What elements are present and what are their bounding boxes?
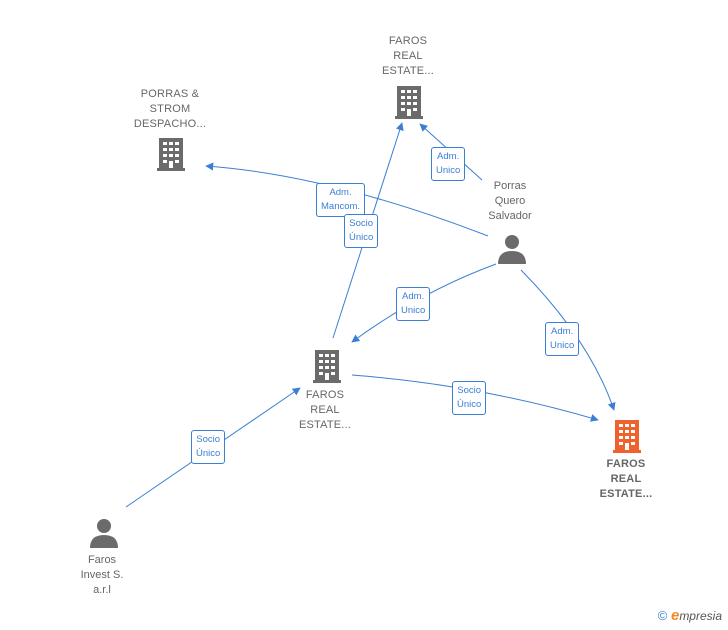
building-icon-porras-strom bbox=[157, 138, 185, 171]
empresia-logo-text: mpresia bbox=[679, 609, 722, 623]
edge-label-socio-unico-right: Socio Único bbox=[452, 381, 487, 415]
empresia-watermark: © empresia bbox=[658, 607, 722, 624]
edge-label-adm-unico-top: Adm. Unico bbox=[431, 147, 466, 181]
edge-label-socio-unico-left: Socio Único bbox=[191, 430, 226, 464]
node-label-porras-strom[interactable]: PORRAS & STROM DESPACHO... bbox=[133, 88, 207, 130]
copyright-symbol: © bbox=[657, 608, 668, 623]
node-label-faros-top[interactable]: FAROS REAL ESTATE... bbox=[381, 35, 435, 77]
edge-label-socio-unico-top: Socio Único bbox=[344, 214, 379, 248]
empresia-logo-e: e bbox=[670, 607, 680, 624]
building-icon-faros-center bbox=[313, 350, 341, 383]
person-icon-porras-quero bbox=[498, 235, 526, 264]
edge-label-adm-unico-right: Adm. Unico bbox=[545, 322, 580, 356]
building-icon-faros-top bbox=[395, 86, 423, 119]
node-label-faros-invest[interactable]: Faros Invest S. a.r.l bbox=[80, 554, 124, 596]
edge-label-adm-mancom: Adm. Mancom. bbox=[316, 183, 366, 217]
node-label-porras-quero[interactable]: Porras Quero Salvador bbox=[488, 180, 532, 222]
edge-label-adm-unico-center: Adm. Unico bbox=[396, 287, 431, 321]
building-icon-faros-highlight bbox=[613, 420, 641, 453]
node-label-faros-highlight[interactable]: FAROS REAL ESTATE... bbox=[599, 458, 653, 500]
person-icon-faros-invest bbox=[90, 519, 118, 548]
node-label-faros-center[interactable]: FAROS REAL ESTATE... bbox=[298, 389, 352, 431]
